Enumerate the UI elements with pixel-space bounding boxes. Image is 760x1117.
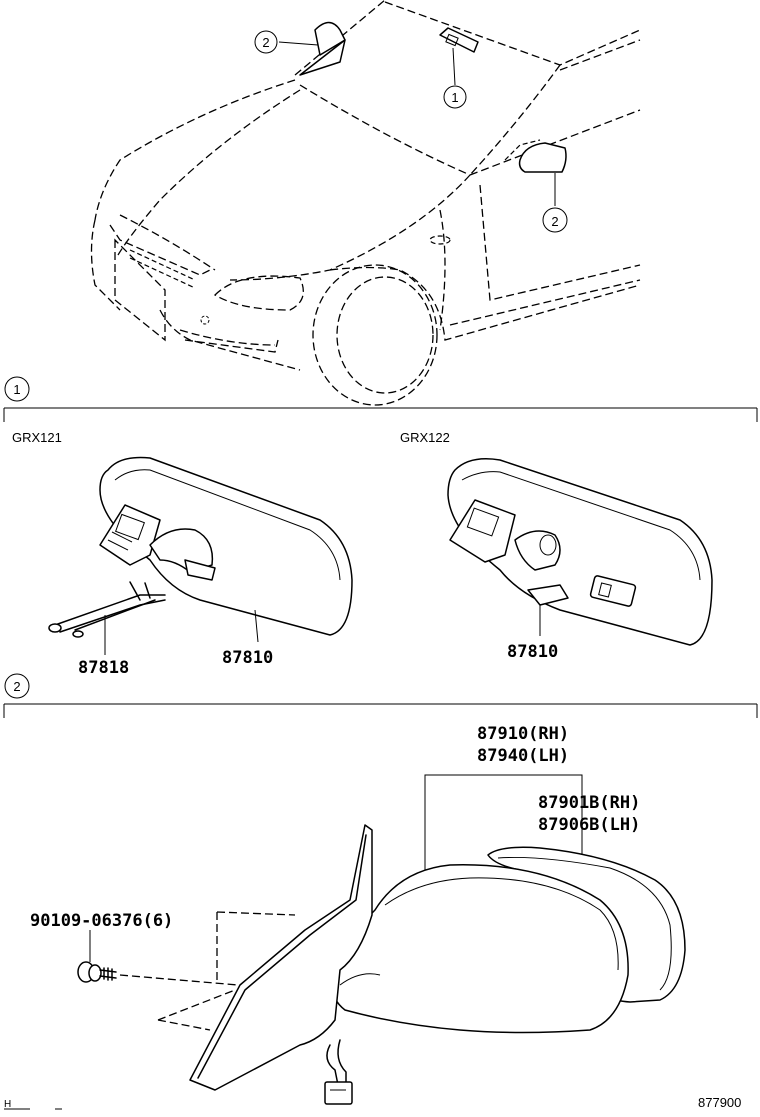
svg-text:2: 2 [13,679,20,694]
variant-label-grx122: GRX122 [400,430,450,445]
part-87901b-rh: 87901B(RH) [538,793,640,813]
part-87940-lh: 87940(LH) [477,746,569,766]
section-1-header: 1 [3,376,758,422]
callout-2-windshield: 2 [254,30,278,54]
svg-text:2: 2 [262,35,269,50]
part-87910-rh: 87910(RH) [477,724,569,744]
part-87906b-lh: 87906B(LH) [538,815,640,835]
inner-mirror-grx121 [99,456,353,636]
leader-87910 [424,774,583,870]
leader-87810-left [254,609,259,643]
svg-text:1: 1 [13,382,20,397]
callout-1-car: 1 [443,85,467,109]
svg-text:2: 2 [551,214,558,229]
installation-guides [119,911,296,1031]
diagram-code: 877900 [698,1095,741,1110]
part-87810-right: 87810 [507,642,558,662]
footer-mark: H [4,1099,11,1110]
bolt-90109 [77,930,117,983]
svg-text:1: 1 [451,90,458,105]
section-2-header: 2 [3,673,758,718]
inner-mirror-grx122 [447,458,713,646]
car-overview [90,0,641,406]
part-90109-06376: 90109-06376(6) [30,911,173,931]
part-87818: 87818 [78,658,129,678]
part-87810-left: 87810 [222,648,273,668]
callout-2-side-mirror: 2 [542,207,568,233]
tool-87818 [48,581,166,655]
variant-label-grx121: GRX121 [12,430,62,445]
outer-mirror-assembly [189,824,686,1105]
